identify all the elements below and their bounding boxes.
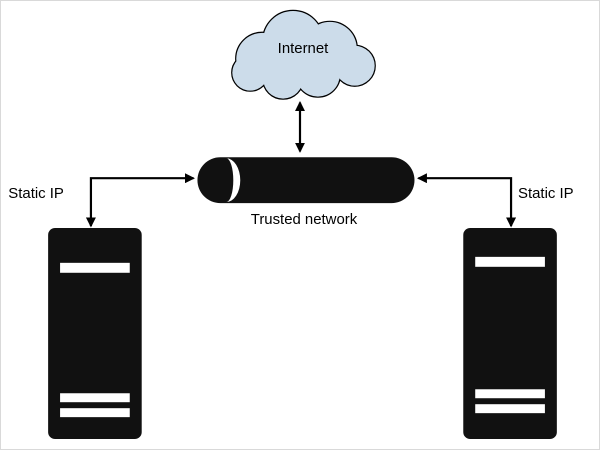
right-server-network-arrow (416, 173, 517, 228)
cloud-body (232, 10, 375, 99)
cloud-bump (296, 52, 340, 97)
left-server-slot-bottom-2 (60, 408, 130, 418)
left-server (48, 227, 142, 440)
left-server-slot-top (60, 262, 130, 273)
right-server-slot-bottom-2 (475, 404, 545, 414)
right-server (463, 227, 557, 440)
cloud-bump (232, 54, 269, 91)
right-server-slot-top (475, 256, 545, 267)
right-server-slot-bottom-1 (475, 389, 545, 399)
left-server-network-arrow (85, 173, 195, 228)
right-static-ip-label: Static IP (518, 185, 574, 202)
cylinder-body (197, 157, 415, 204)
left-server-slot-bottom-1 (60, 393, 130, 403)
trusted-network-cylinder (197, 157, 415, 204)
cloud-bump (263, 58, 303, 99)
internet-cloud: Internet (231, 9, 376, 100)
right-server-body (463, 227, 557, 440)
left-static-ip-label: Static IP (8, 185, 64, 202)
trusted-network-label: Trusted network (251, 211, 358, 228)
internet-label: Internet (278, 40, 329, 57)
cylinder-cap-highlight (226, 158, 241, 203)
cloud-bump (334, 45, 375, 86)
left-server-body (48, 227, 142, 440)
